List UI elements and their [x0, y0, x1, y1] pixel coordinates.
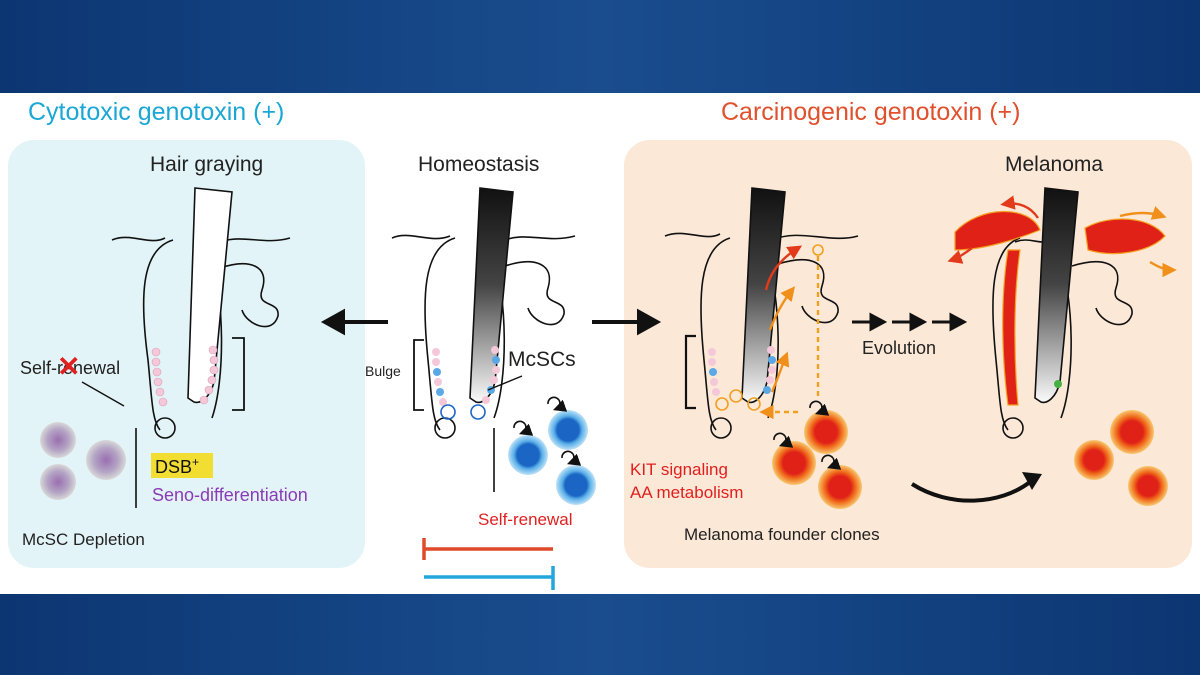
seno-differentiation-label: Seno-differentiation	[152, 485, 308, 506]
mcscs-label: McSCs	[508, 348, 576, 372]
cross-icon: ✕	[57, 354, 80, 380]
left-header: Cytotoxic genotoxin (+)	[28, 98, 284, 127]
self-renewal-label: Self-renewal	[478, 510, 573, 530]
melanoma-title: Melanoma	[1005, 153, 1103, 177]
self-renewal-blocked-label: Self-re✕newal	[20, 358, 120, 379]
aa-metabolism-label: AA metabolism	[630, 483, 743, 503]
green-cell	[1054, 380, 1062, 388]
mcsc-depletion-label: McSC Depletion	[22, 530, 145, 550]
hair-graying-title: Hair graying	[150, 153, 263, 177]
dsb-label: DSB+	[155, 455, 199, 478]
bulge-label: Bulge	[365, 363, 401, 379]
self-renewal-struck: e✕	[63, 358, 73, 379]
center-hair-shaft	[470, 188, 513, 402]
inhibition-bars	[424, 538, 553, 590]
center-blue-cells	[508, 410, 596, 505]
right-header: Carcinogenic genotoxin (+)	[721, 98, 1020, 127]
homeostasis-title: Homeostasis	[418, 153, 539, 177]
founder-clones-label: Melanoma founder clones	[684, 525, 880, 545]
center-bulge-bracket	[414, 340, 424, 410]
evolution-label: Evolution	[862, 338, 936, 359]
kit-signaling-label: KIT signaling	[630, 460, 728, 480]
